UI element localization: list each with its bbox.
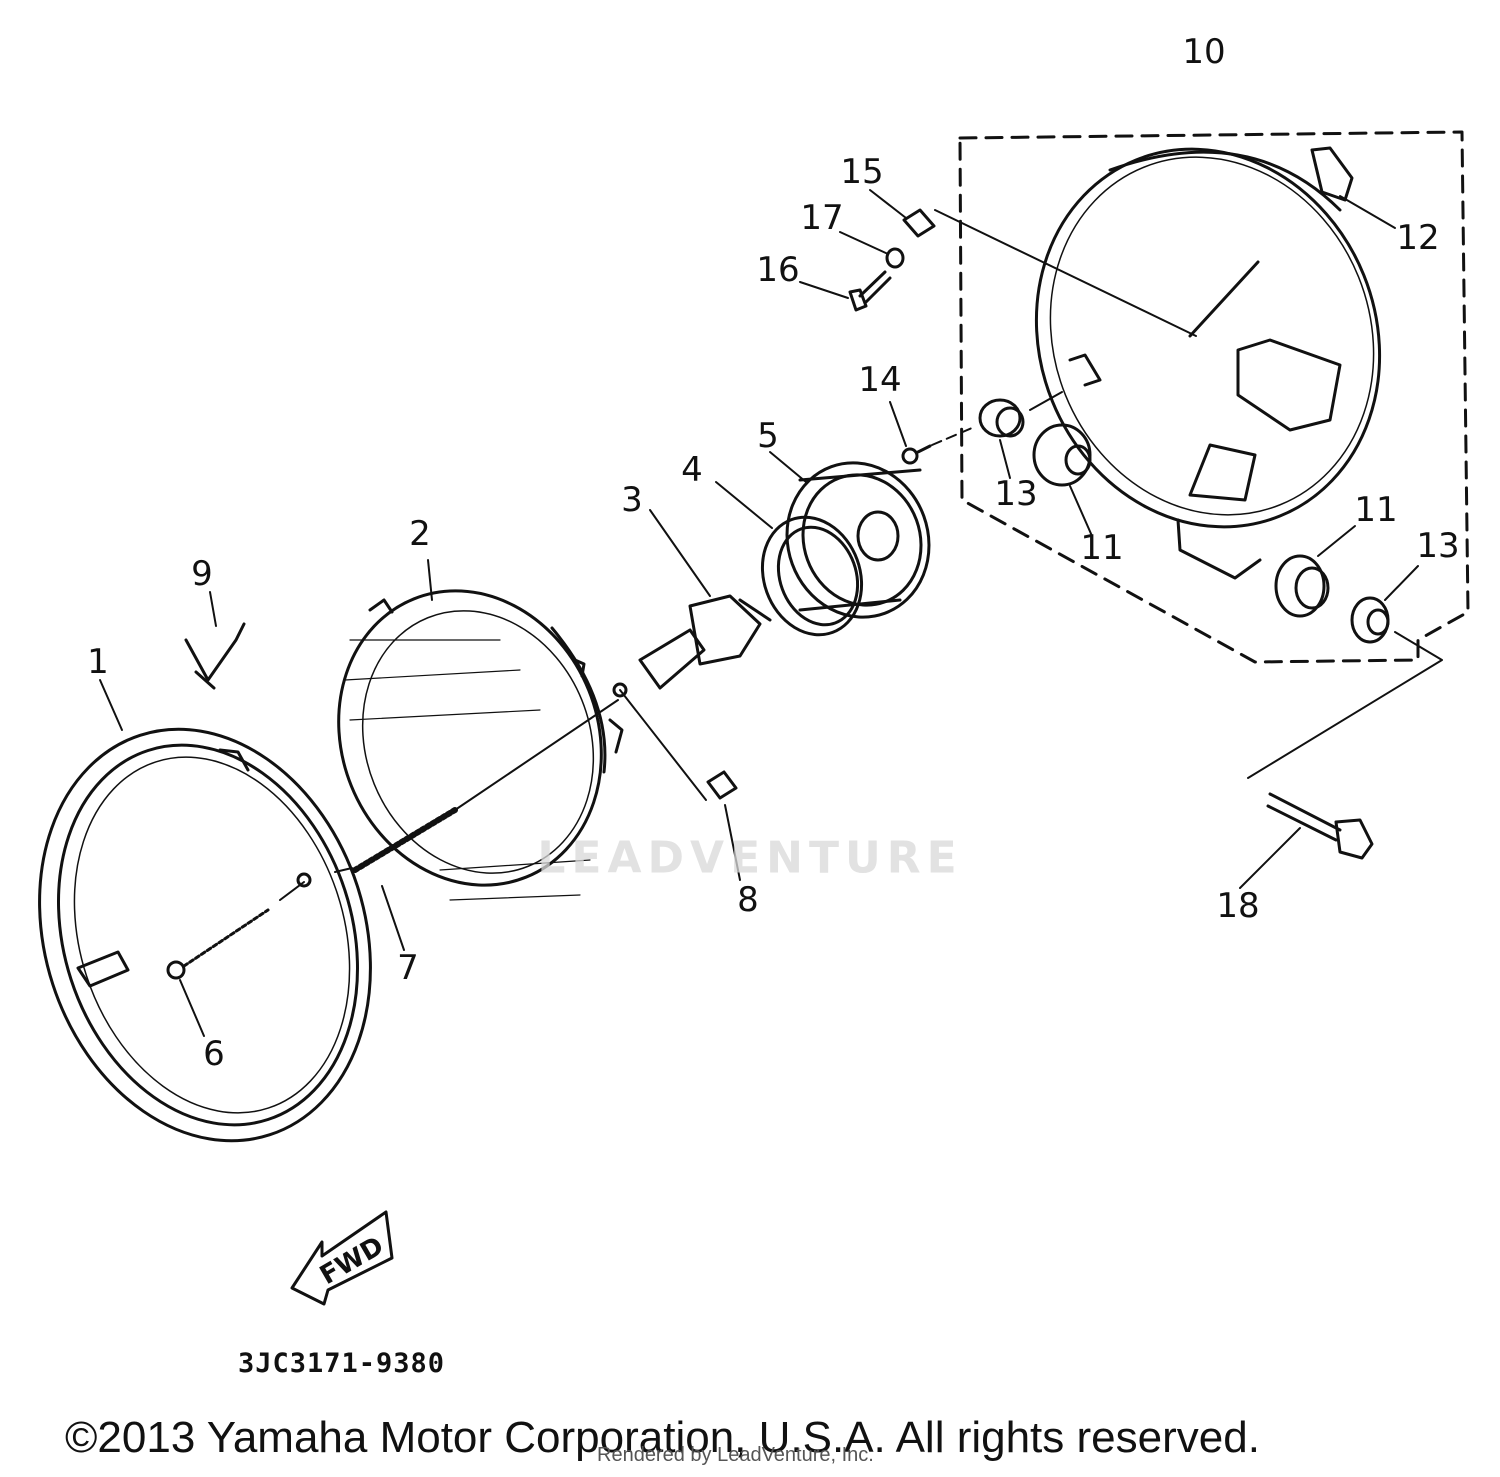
copyright-notice: ©2013 Yamaha Motor Corporation, U.S.A. A… bbox=[65, 1413, 1260, 1462]
callout-14: 14 bbox=[858, 360, 902, 400]
leadventure-watermark: LEADVENTURE bbox=[537, 832, 963, 884]
callout-16: 16 bbox=[756, 250, 800, 290]
callout-10: 10 bbox=[1182, 32, 1226, 72]
callout-8: 8 bbox=[737, 880, 759, 920]
bulb-ring bbox=[715, 481, 864, 637]
grommet-lower bbox=[1274, 525, 1419, 644]
callout-12: 12 bbox=[1396, 218, 1440, 258]
adjust-spring bbox=[334, 699, 619, 951]
rim-screw bbox=[166, 872, 312, 1037]
callout-3: 3 bbox=[621, 480, 643, 520]
callout-11-lower: 11 bbox=[1354, 490, 1398, 530]
adjust-nut bbox=[612, 682, 741, 881]
headlight-rim bbox=[38, 679, 372, 1143]
callout-7: 7 bbox=[397, 948, 419, 988]
callout-13-lower: 13 bbox=[1416, 526, 1460, 566]
socket-housing bbox=[769, 451, 931, 619]
callout-9: 9 bbox=[191, 554, 213, 594]
callout-2: 2 bbox=[409, 514, 431, 554]
bolt-fasteners bbox=[799, 189, 1197, 337]
callout-1: 1 bbox=[87, 642, 109, 682]
diagram-part-number: 3JC3171-9380 bbox=[238, 1348, 446, 1379]
callout-5: 5 bbox=[757, 416, 779, 456]
lens-unit bbox=[337, 559, 624, 901]
rendered-by-notice: Rendered by LeadVenture, Inc. bbox=[597, 1444, 874, 1466]
grommet-upper bbox=[978, 391, 1093, 537]
long-bolt bbox=[1239, 631, 1443, 889]
wire-clip bbox=[184, 591, 246, 690]
housing-emblem bbox=[1310, 146, 1396, 229]
fwd-arrow-icon bbox=[290, 1210, 394, 1306]
callout-6: 6 bbox=[203, 1034, 225, 1074]
headlight-housing bbox=[958, 130, 1470, 664]
callout-18: 18 bbox=[1216, 886, 1260, 926]
callout-15: 15 bbox=[840, 152, 884, 192]
callout-4: 4 bbox=[681, 450, 703, 490]
small-screw bbox=[889, 401, 973, 465]
callout-17: 17 bbox=[800, 198, 844, 238]
headlight-bulb bbox=[638, 509, 772, 690]
callout-11-upper: 11 bbox=[1080, 528, 1124, 568]
fwd-arrow-text: FWD bbox=[315, 1231, 389, 1291]
callout-13-upper: 13 bbox=[994, 474, 1038, 514]
